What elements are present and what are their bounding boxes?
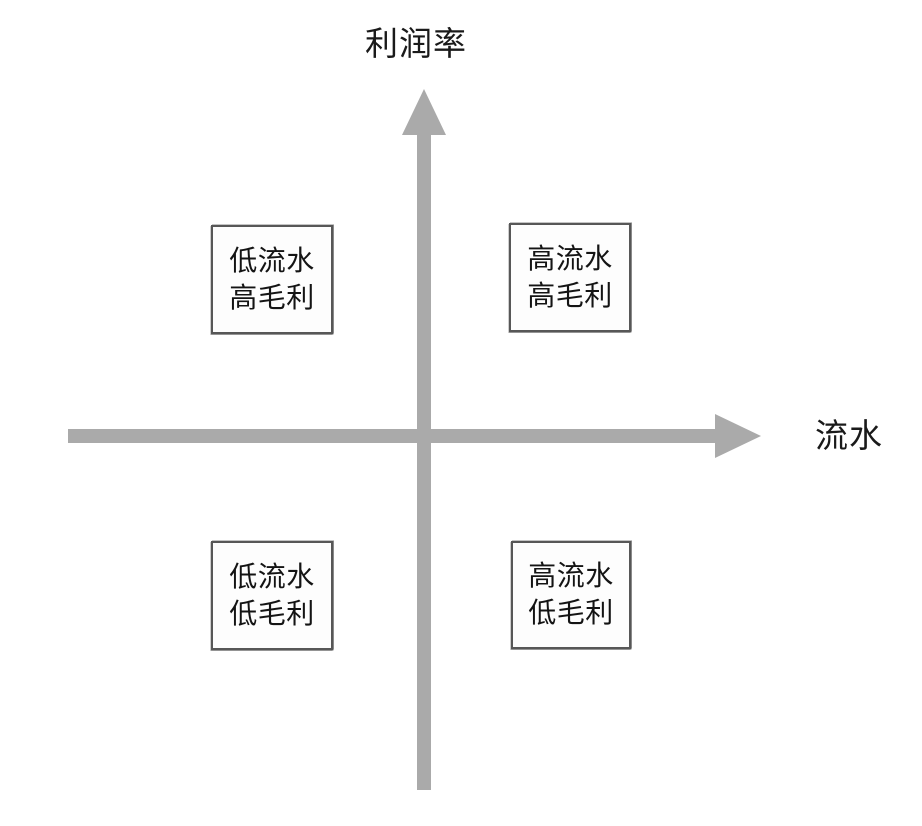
quadrant-box-bottom-left[interactable]: 低流水 低毛利 — [211, 541, 333, 650]
quadrant-label-line1: 低流水 — [229, 559, 315, 593]
quadrant-label-line1: 高流水 — [528, 559, 614, 593]
quadrant-label-line2: 低毛利 — [229, 596, 315, 630]
quadrant-label-line1: 高流水 — [527, 241, 613, 275]
arrow-right-icon — [715, 414, 761, 458]
quadrant-label-line2: 高毛利 — [229, 280, 315, 314]
quadrant-label-line2: 低毛利 — [528, 596, 614, 629]
quadrant-box-top-right[interactable]: 高流水 高毛利 — [509, 223, 631, 332]
quadrant-label-line2: 高毛利 — [527, 278, 613, 312]
x-axis-label: 流水 — [815, 416, 883, 455]
quadrant-box-bottom-right[interactable]: 高流水 低毛利 — [511, 541, 631, 649]
y-axis-label: 利润率 — [365, 24, 467, 63]
quadrant-label-line1: 低流水 — [229, 243, 315, 277]
y-axis-line — [417, 130, 431, 790]
quadrant-box-top-left[interactable]: 低流水 高毛利 — [211, 225, 333, 334]
x-axis-line — [68, 429, 719, 443]
arrow-up-icon — [402, 89, 446, 135]
